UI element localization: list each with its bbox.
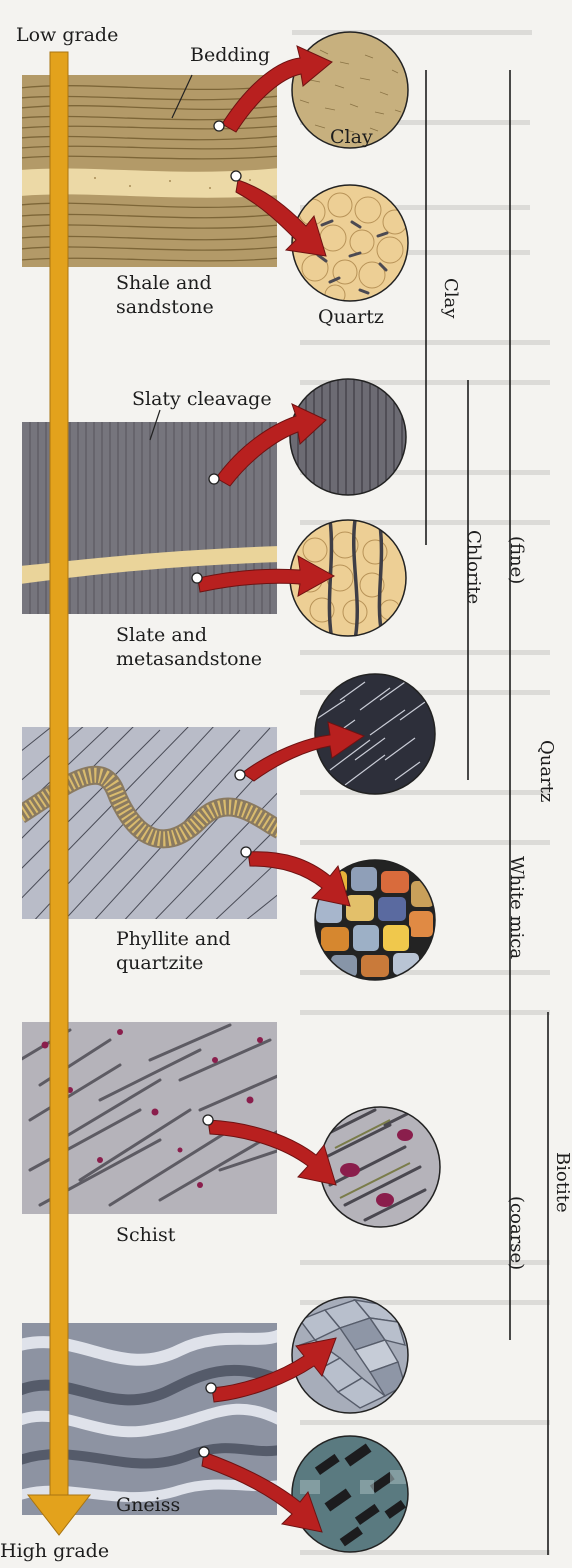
- mineral-circle-gneiss-dark: [292, 1436, 408, 1552]
- rock-name-gneiss: Gneiss: [116, 1494, 180, 1516]
- quartz-circle-label: Quartz: [318, 306, 384, 328]
- range-label-biotite: Biotite: [552, 1152, 572, 1213]
- low-grade-label: Low grade: [16, 24, 118, 46]
- rock-name-schist: Schist: [116, 1224, 175, 1246]
- high-grade-label: High grade: [0, 1540, 109, 1562]
- rock-name-slate-line1: Slate and: [116, 624, 207, 646]
- range-label-clay: Clay: [440, 278, 460, 318]
- mineral-circle-schist: [320, 1105, 440, 1227]
- range-label-chlorite: Chlorite: [463, 530, 483, 604]
- range-label-coarse: (coarse): [506, 1196, 526, 1270]
- range-label-white-mica: White mica: [506, 856, 526, 959]
- rock-name-shale-line2: sandstone: [116, 296, 214, 318]
- range-label-fine: (fine): [506, 536, 526, 584]
- slaty-cleavage-label: Slaty cleavage: [132, 388, 272, 410]
- rock-name-phyllite-line2: quartzite: [116, 952, 203, 974]
- clay-circle-label: Clay: [330, 126, 373, 148]
- rock-name-slate-line2: metasandstone: [116, 648, 262, 670]
- rock-name-phyllite-line1: Phyllite and: [116, 928, 231, 950]
- rock-name-shale-line1: Shale and: [116, 272, 212, 294]
- range-label-quartz: Quartz: [536, 740, 556, 802]
- bedding-label: Bedding: [190, 44, 270, 66]
